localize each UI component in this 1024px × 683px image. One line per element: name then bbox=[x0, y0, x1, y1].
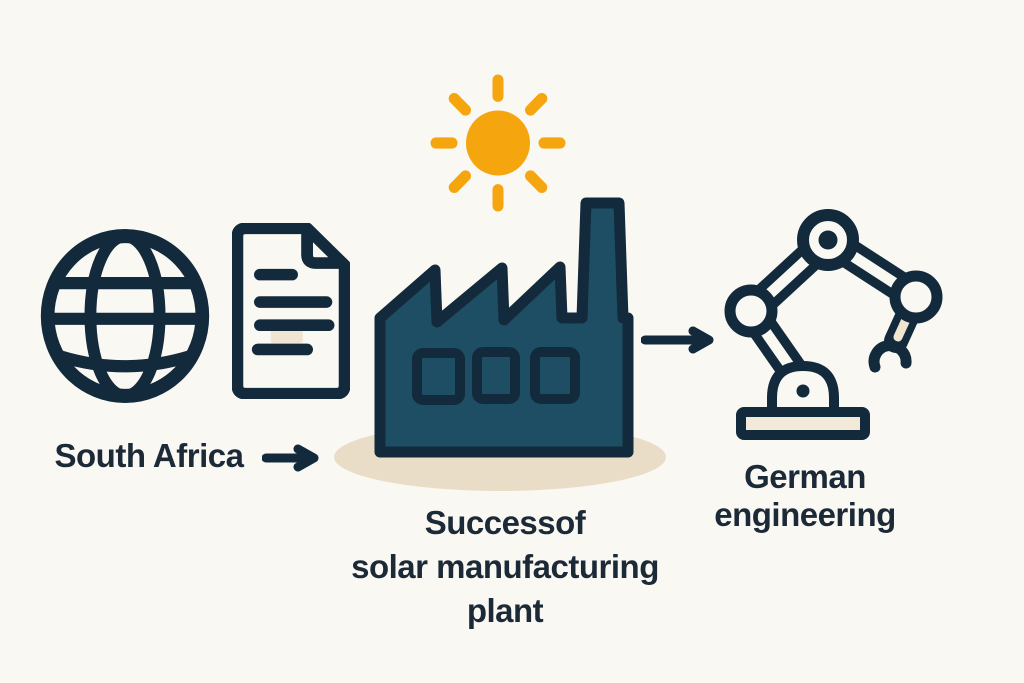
wrist-joint bbox=[889, 270, 943, 324]
arrow-right-icon bbox=[641, 326, 714, 354]
factory-window bbox=[530, 347, 580, 404]
highlight-smudge bbox=[270, 329, 303, 344]
label-solar-plant-line2: solar manufacturing bbox=[351, 548, 659, 585]
gripper-claw bbox=[868, 340, 912, 373]
label-solar-plant: Successof solar manufacturing plant bbox=[325, 501, 685, 633]
label-solar-plant-line3: plant bbox=[466, 592, 544, 629]
label-german-engineering: German engineering bbox=[690, 458, 920, 534]
sun-icon bbox=[430, 74, 566, 212]
factory-icon bbox=[334, 197, 666, 491]
robot-arm-icon bbox=[724, 209, 943, 440]
factory-window bbox=[412, 348, 465, 405]
factory-window bbox=[472, 347, 520, 404]
globe-icon bbox=[40, 229, 210, 403]
label-german-engineering-line2: engineering bbox=[714, 496, 896, 533]
arrow-right-icon bbox=[262, 444, 319, 472]
elbow-joint bbox=[724, 284, 778, 338]
document-icon bbox=[232, 223, 350, 399]
label-solar-plant-line1: Successof bbox=[424, 504, 586, 541]
label-south-africa: South Africa bbox=[54, 437, 244, 474]
label-german-engineering-line1: German bbox=[744, 458, 866, 495]
factory-building bbox=[374, 197, 634, 458]
